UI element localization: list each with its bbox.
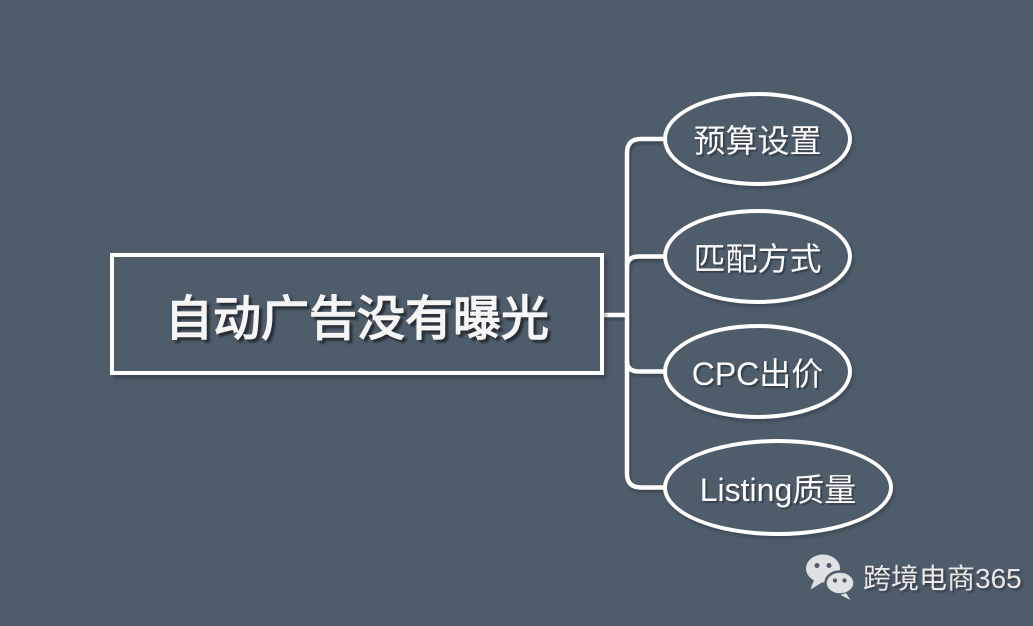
branch-node-budget[interactable]: 预算设置 <box>663 92 852 186</box>
branch-node-listing[interactable]: Listing质量 <box>663 439 893 536</box>
root-topic-label: 自动广告没有曝光 <box>164 293 549 346</box>
branch-connector-match <box>624 254 665 268</box>
branch-node-cpc[interactable]: CPC出价 <box>663 324 852 419</box>
brand-watermark: 跨境电商365 <box>804 553 1022 601</box>
root-topic-node[interactable]: 自动广告没有曝光 <box>110 253 604 375</box>
branch-node-label: Listing质量 <box>699 471 857 508</box>
branch-node-label: 预算设置 <box>693 123 822 159</box>
branch-node-label: CPC出价 <box>691 355 824 392</box>
trunk-connector <box>624 136 665 490</box>
brand-label: 跨境电商365 <box>863 563 1022 594</box>
branch-connector-cpc <box>624 360 665 374</box>
wechat-icon <box>806 554 856 600</box>
branch-node-match[interactable]: 匹配方式 <box>663 209 852 304</box>
branch-node-label: 匹配方式 <box>693 240 822 277</box>
